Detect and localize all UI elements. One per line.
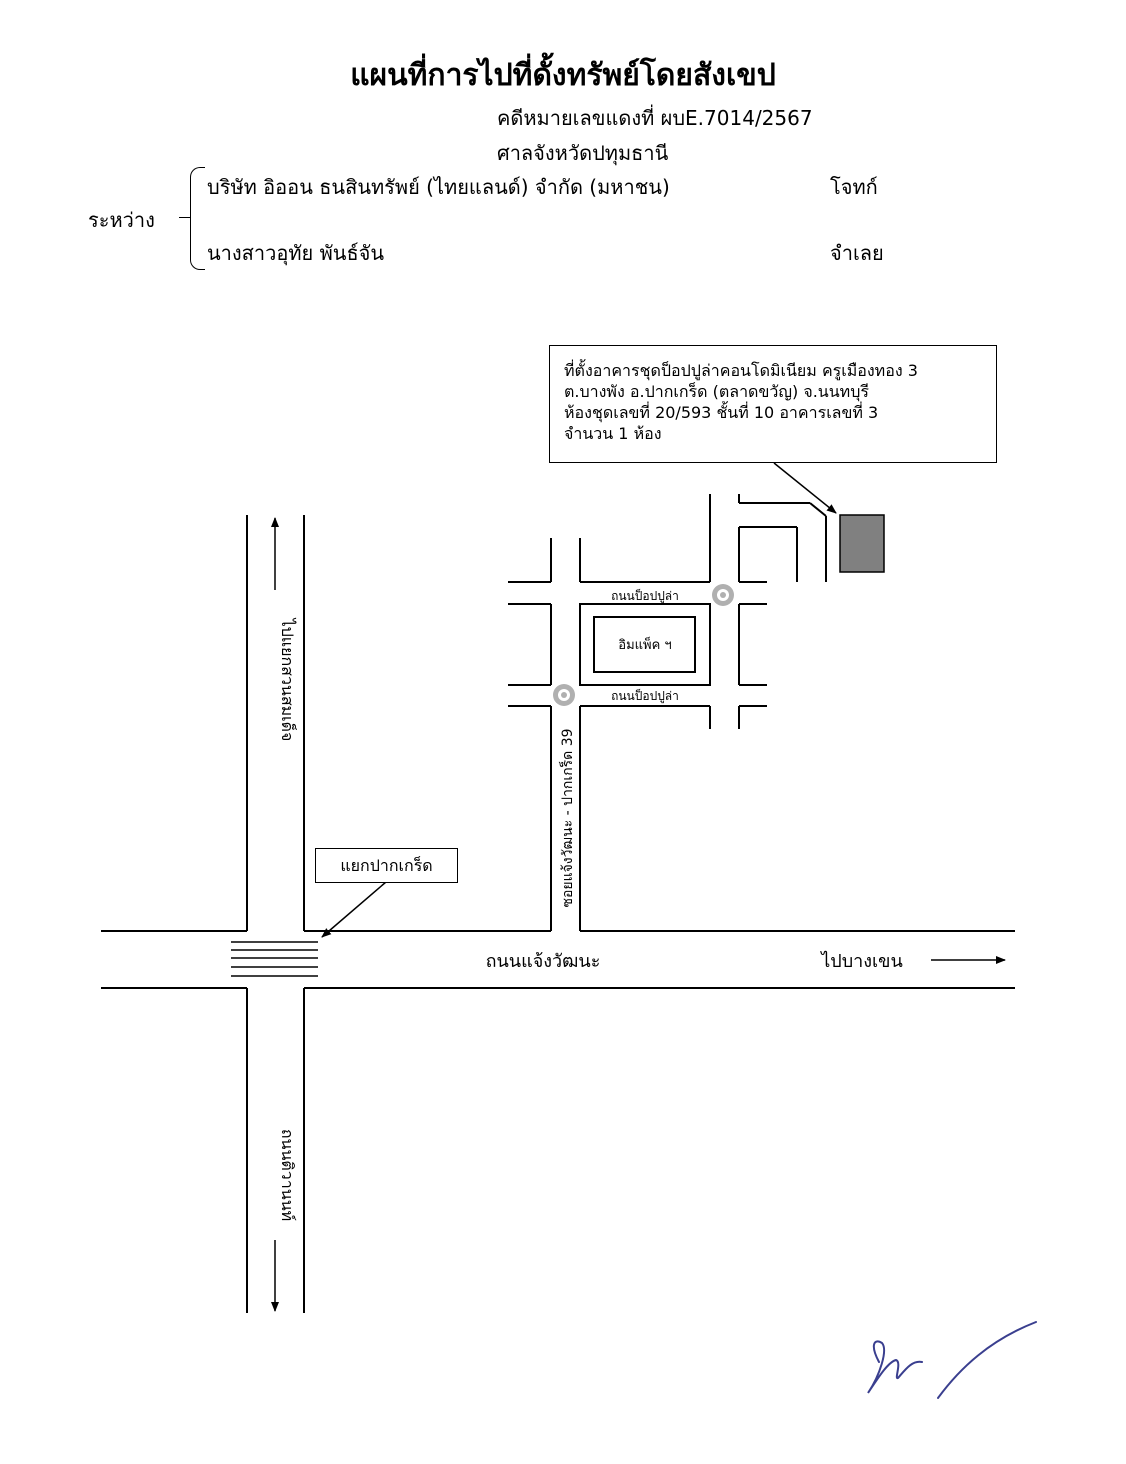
court-name: ศาลจังหวัดปทุมธานี: [497, 141, 669, 165]
impact-block: [579, 603, 711, 686]
impact-building: [593, 616, 696, 673]
defendant-role: จำเลย: [830, 241, 884, 265]
label-to-suan-somdet: ไปแยกสวนสมเด็จ: [278, 617, 298, 742]
label-chaeng-watthana: ถนนแจ้งวัฒนะ: [486, 951, 601, 972]
location-line-4: จำนวน 1 ห้อง: [564, 424, 662, 443]
label-impact: อิมแพ็ค ฯ: [618, 635, 672, 653]
label-popular-road-bottom: ถนนป็อปปูล่า: [611, 688, 679, 704]
crosswalk: [231, 941, 318, 977]
condo-building-marker: [839, 514, 885, 573]
case-number: คดีหมายเลขแดงที่ ผบE.7014/2567: [497, 106, 813, 130]
junction-callout: แยกปากเกร็ด: [315, 848, 458, 883]
signature: [867, 1321, 1037, 1399]
location-line-3: ห้องชุดเลขที่ 20/593 ชั้นที่ 10 อาคารเลข…: [564, 403, 879, 422]
junction-pointer: [321, 881, 387, 938]
roundabout-bottom: [553, 684, 575, 706]
label-popular-road-top: ถนนป็อปปูล่า: [611, 588, 679, 604]
lane-edge: [809, 502, 827, 517]
parties-bracket-tick: [179, 217, 190, 218]
page-title: แผนที่การไปที่ดั้งทรัพย์โดยสังเขป: [350, 58, 776, 93]
location-line-1: ที่ตั้งอาคารชุดป็อปปูล่าคอนโดมิเนียม ครู…: [564, 361, 918, 380]
location-pointer: [773, 462, 837, 514]
defendant-name: นางสาวอุทัย พันธ์จัน: [207, 241, 385, 265]
label-soi: ซอยแจ้งวัฒนะ - ปากเกร็ด 39: [558, 728, 576, 907]
plaintiff-role: โจทก์: [830, 175, 878, 199]
label-to-bang-khen: ไปบางเขน: [819, 950, 903, 972]
parties-bracket: [190, 167, 205, 270]
location-callout: ที่ตั้งอาคารชุดป็อปปูล่าคอนโดมิเนียม ครู…: [549, 345, 997, 463]
location-line-2: ต.บางพัง อ.ปากเกร็ด (ตลาดขวัญ) จ.นนทบุรี: [564, 382, 869, 401]
roundabout-top: [712, 584, 734, 606]
between-label: ระหว่าง: [88, 208, 155, 232]
label-tiwanon-road: ถนนติวานนท์: [278, 1129, 297, 1221]
plaintiff-name: บริษัท อิออน ธนสินทรัพย์ (ไทยแลนด์) จำกั…: [207, 175, 670, 199]
